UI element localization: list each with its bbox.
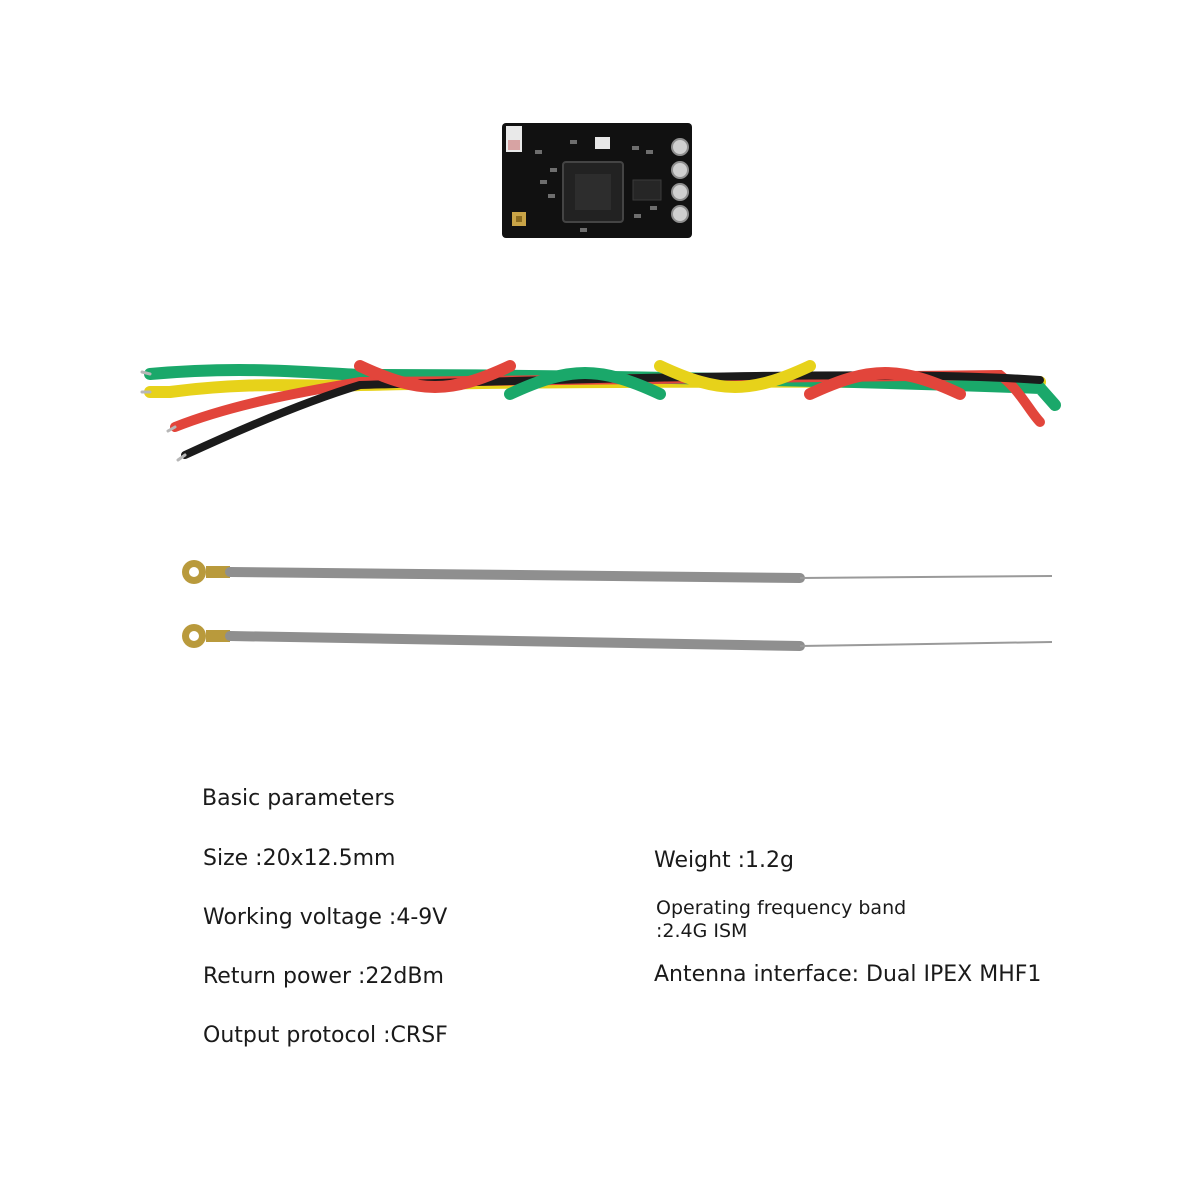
param-antenna-interface: Antenna interface: Dual IPEX MHF1 — [654, 962, 1042, 987]
param-output-protocol: Output protocol :CRSF — [203, 1023, 448, 1048]
param-working-voltage: Working voltage :4-9V — [203, 905, 448, 930]
solder-pads — [671, 138, 689, 223]
param-weight: Weight :1.2g — [654, 848, 795, 873]
param-frequency-line1: Operating frequency band — [656, 897, 907, 919]
param-size: Size :20x12.5mm — [203, 846, 396, 871]
receiver-board — [502, 123, 692, 238]
capacitors — [535, 140, 657, 232]
antenna-1 — [182, 560, 1053, 584]
params-heading: Basic parameters — [202, 786, 395, 811]
param-return-power: Return power :22dBm — [203, 964, 444, 989]
param-frequency-line2: :2.4G ISM — [656, 920, 748, 942]
antenna-2 — [182, 624, 1053, 651]
wire-harness — [140, 360, 1061, 462]
